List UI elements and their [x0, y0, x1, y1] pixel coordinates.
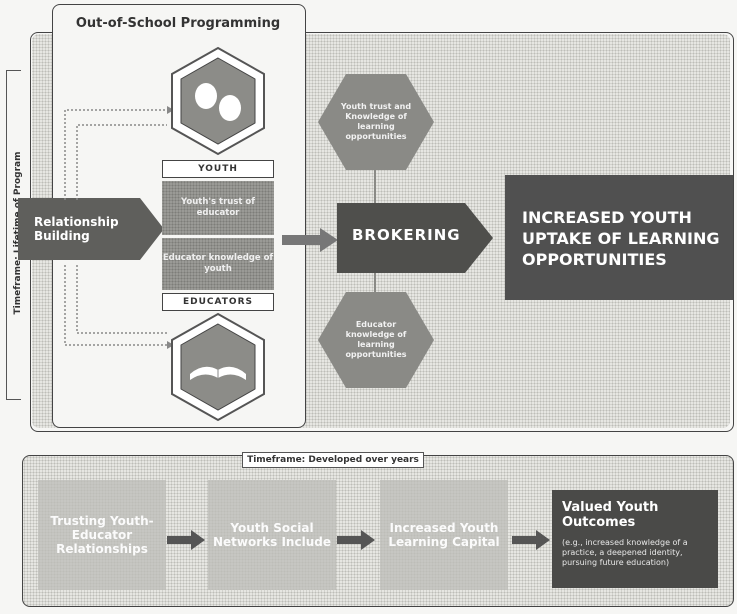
youth-knowledge-hexagon-label: Youth trust and Knowledge of learning op… [340, 102, 412, 141]
relationship-building-label: Relationship Building [34, 215, 119, 243]
valued-outcomes-title: Valued Youth Outcomes [562, 500, 659, 530]
youth-trust-of-educator-box: Youth's trust of educator [162, 181, 274, 235]
youth-knowledge-hexagon [318, 74, 434, 170]
educator-knowledge-of-youth-box: Educator knowledge of youth [162, 238, 274, 290]
brokering-arrow-box [337, 203, 493, 273]
valued-outcomes-description: (e.g., increased knowledge of a practice… [562, 538, 688, 567]
step-increased-learning-capital: Increased Youth Learning Capital [380, 480, 508, 590]
relationship-building-arrow [18, 198, 164, 260]
timeframe-bottom-label: Timeframe: Developed over years [242, 452, 424, 468]
educator-book-hexagon-icon [171, 312, 265, 422]
arrow-to-brokering [282, 228, 338, 252]
increased-youth-uptake-label: INCREASED YOUTH UPTAKE OF LEARNING OPPOR… [522, 208, 720, 269]
valued-outcomes-box [552, 490, 718, 588]
educators-label: EDUCATORS [162, 293, 274, 311]
timeframe-bracket [6, 70, 21, 400]
educator-knowledge-hexagon-label: Educator knowledge of learning opportuni… [345, 320, 407, 359]
increased-youth-uptake-box [505, 175, 733, 300]
step-arrow-1 [167, 530, 205, 550]
step-arrow-2 [337, 530, 375, 550]
youth-label: YOUTH [162, 160, 274, 178]
educator-knowledge-hexagon [318, 292, 434, 388]
step-arrow-3 [512, 530, 550, 550]
brokering-label: BROKERING [352, 226, 461, 244]
routing-lines [64, 106, 174, 349]
step-youth-social-networks: Youth Social Networks Include [208, 480, 336, 590]
youth-hexagon-icon [171, 46, 265, 156]
panel-title: Out-of-School Programming [75, 16, 281, 31]
step-trusting-relationships: Trusting Youth-Educator Relationships [38, 480, 166, 590]
